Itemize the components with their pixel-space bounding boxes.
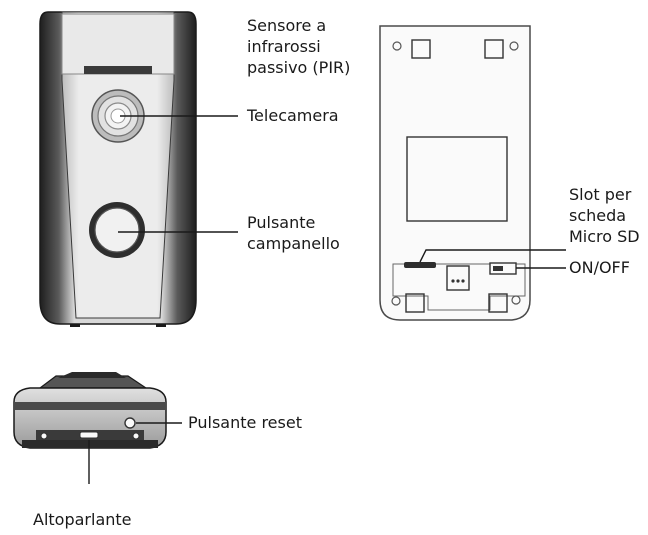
screw-hole-bottom-right (511, 295, 521, 305)
label-reset-button: Pulsante reset (188, 413, 302, 432)
back-plate-outline (379, 25, 531, 321)
connector-pin-3 (461, 279, 465, 283)
pir-sensor-lip (84, 66, 152, 74)
label-pir-sensor: Sensore a infrarossi passivo (PIR) (247, 16, 351, 77)
connector-pin-1 (451, 279, 455, 283)
label-speaker: Altoparlante (33, 510, 132, 529)
pir-sensor-window (61, 13, 175, 75)
mount-slot-top-right (484, 39, 504, 59)
side-lower-band (22, 440, 158, 448)
back-label-area (406, 136, 508, 222)
side-screw-left (40, 432, 48, 440)
doorbell-button (89, 202, 145, 258)
sd-card-slot (404, 262, 436, 268)
side-screw-right (132, 432, 140, 440)
connector-pin-2 (456, 279, 460, 283)
speaker-slot (79, 431, 99, 439)
doorbell-side-view (13, 372, 167, 449)
on-off-switch-knob (493, 266, 503, 271)
label-camera: Telecamera (247, 106, 339, 125)
side-upper-band (14, 402, 166, 410)
center-connector (446, 265, 470, 291)
side-top-cap (58, 372, 126, 378)
back-connector-region (392, 263, 526, 311)
screw-hole-top-right (509, 41, 519, 51)
doorbell-front-view (39, 11, 197, 327)
label-sd-slot: Slot per scheda Micro SD (569, 185, 640, 246)
mount-slot-bottom-left (405, 293, 425, 313)
label-on-off: ON/OFF (569, 258, 630, 277)
reset-button (124, 417, 136, 429)
front-face-panel (61, 11, 175, 319)
doorbell-back-view (379, 25, 531, 321)
screw-hole-bottom-left (391, 296, 401, 306)
label-doorbell-button: Pulsante campanello (247, 213, 340, 253)
screw-hole-top-left (392, 41, 402, 51)
mount-slot-bottom-right (488, 293, 508, 313)
mount-slot-top-left (411, 39, 431, 59)
callout-line-sd-slot (419, 249, 566, 263)
